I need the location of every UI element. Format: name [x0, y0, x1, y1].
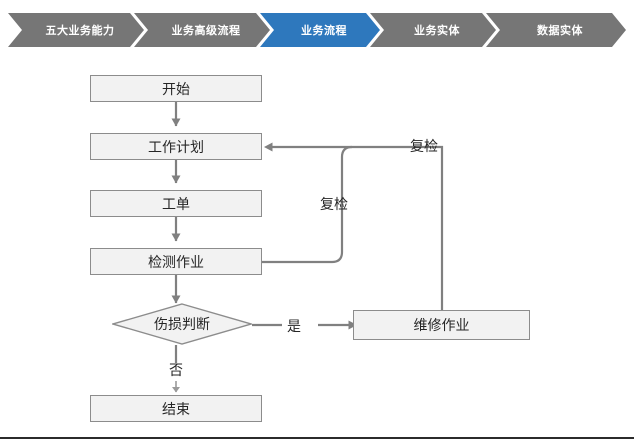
- breadcrumb-step-2[interactable]: 业务高级流程: [134, 13, 270, 47]
- breadcrumb-step-5[interactable]: 数据实体: [486, 13, 626, 47]
- node-inspection-task[interactable]: 检测作业: [90, 248, 262, 275]
- node-work-order-label: 工单: [162, 196, 190, 213]
- breadcrumb-step-2-label: 业务高级流程: [171, 24, 241, 37]
- breadcrumb: 五大业务能力 业务高级流程 业务流程 业务实体 数据实体: [0, 13, 634, 47]
- edge-label-decision-yes: 是: [287, 319, 301, 335]
- breadcrumb-step-3-label: 业务流程: [301, 24, 347, 37]
- node-repair-task-label: 维修作业: [413, 318, 470, 334]
- node-start[interactable]: 开始: [90, 75, 262, 102]
- breadcrumb-step-5-label: 数据实体: [537, 24, 583, 37]
- node-end[interactable]: 结束: [90, 395, 262, 422]
- node-inspection-task-label: 检测作业: [148, 254, 204, 271]
- node-damage-decision-label: 伤损判断: [154, 317, 210, 333]
- diamond-shape: [112, 303, 252, 345]
- breadcrumb-step-4-label: 业务实体: [414, 24, 460, 37]
- edge-label-decision-no: 否: [169, 363, 183, 379]
- edge-label-recheck-outer: 复检: [410, 139, 438, 155]
- node-start-label: 开始: [162, 81, 190, 98]
- breadcrumb-step-1[interactable]: 五大业务能力: [8, 13, 144, 47]
- node-end-label: 结束: [162, 401, 190, 418]
- node-damage-decision[interactable]: 伤损判断: [112, 303, 252, 345]
- breadcrumb-step-4[interactable]: 业务实体: [370, 13, 496, 47]
- breadcrumb-step-1-label: 五大业务能力: [45, 24, 115, 37]
- node-work-plan[interactable]: 工作计划: [90, 133, 262, 160]
- node-work-plan-label: 工作计划: [148, 139, 204, 156]
- edge-label-recheck-inner: 复检: [320, 197, 348, 213]
- node-repair-task[interactable]: 维修作业: [353, 310, 530, 340]
- edge-recheck-outer: [264, 142, 444, 310]
- breadcrumb-step-3[interactable]: 业务流程: [260, 13, 380, 47]
- node-work-order[interactable]: 工单: [90, 190, 262, 217]
